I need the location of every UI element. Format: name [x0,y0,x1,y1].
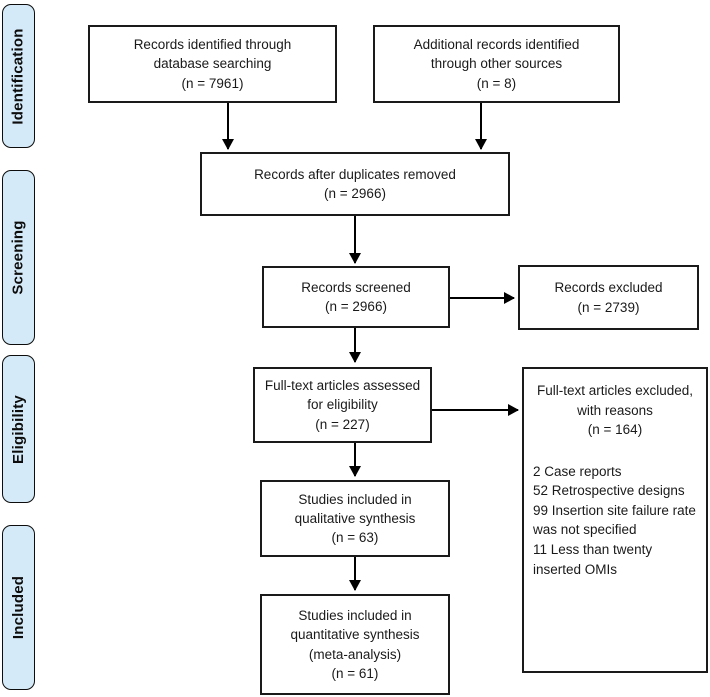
stage-label-eligibility: Eligibility [2,355,35,503]
stage-label-text: Included [10,575,27,640]
exclusion-reason: 2 Case reports [533,463,622,479]
stage-label-included: Included [2,525,35,690]
box-additional-records: Additional records identified through ot… [373,25,620,103]
stage-label-identification: Identification [2,4,35,148]
fulltext-excluded-heading: Full-text articles excluded, with reason… [536,383,694,438]
exclusion-reason: 99 Insertion site failure rate was not s… [533,502,696,538]
stage-label-text: Eligibility [10,394,27,464]
stage-label-text: Screening [10,220,28,295]
exclusion-reason: 11 Less than twenty inserted OMIs [533,541,653,577]
box-qualitative-synthesis: Studies included in qualitative synthesi… [260,480,450,557]
exclusion-reason: 52 Retrospective designs [533,483,685,499]
stage-label-screening: Screening [2,170,35,345]
box-records-screened: Records screened (n = 2966) [262,266,450,328]
stage-label-text: Identification [10,27,28,125]
box-fulltext-excluded: Full-text articles excluded, with reason… [522,367,708,673]
box-records-identified: Records identified through database sear… [88,25,337,103]
box-quantitative-synthesis: Studies included in quantitative synthes… [260,594,450,695]
box-records-excluded: Records excluded (n = 2739) [518,265,699,330]
box-duplicates-removed: Records after duplicates removed (n = 29… [200,152,510,216]
box-fulltext-assessed: Full-text articles assessed for eligibil… [253,367,432,443]
